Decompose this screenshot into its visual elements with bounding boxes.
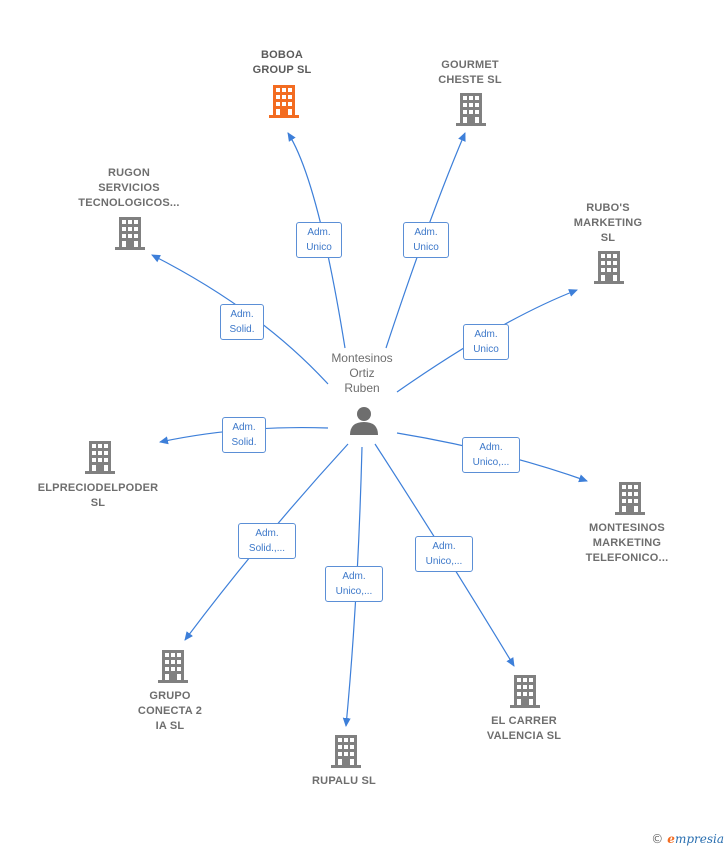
role-box-montesinos[interactable]: Adm. Unico,... (462, 437, 520, 473)
person-icon[interactable] (350, 407, 378, 435)
role-box-boboa[interactable]: Adm. Unico (296, 222, 342, 258)
role-box-rubos[interactable]: Adm. Unico (463, 324, 509, 360)
company-label-grupo[interactable]: GRUPO CONECTA 2 IA SL (137, 690, 203, 732)
role-box-grupo[interactable]: Adm. Solid.,... (238, 523, 296, 559)
role-box-rupalu[interactable]: Adm. Unico,... (325, 566, 383, 602)
role-box-rugon[interactable]: Adm. Solid. (220, 304, 264, 340)
building-icon-rubos[interactable] (594, 251, 624, 284)
company-label-elcarrer[interactable]: EL CARRER VALENCIA SL (486, 715, 562, 742)
company-label-gourmet[interactable]: GOURMET CHESTE SL (438, 59, 502, 86)
empresia-brand[interactable]: ©empresia (651, 832, 724, 846)
building-icon-boboa[interactable] (269, 85, 299, 118)
building-icon-grupo[interactable] (158, 650, 188, 683)
edge-boboa (287, 132, 346, 349)
role-box-elcarrer[interactable]: Adm. Unico,... (415, 536, 473, 572)
role-box-elprecio[interactable]: Adm. Solid. (222, 417, 266, 453)
brand-initial: e (667, 832, 675, 846)
role-box-gourmet[interactable]: Adm. Unico (403, 222, 449, 258)
building-icon-elcarrer[interactable] (510, 675, 540, 708)
company-label-rugon[interactable]: RUGON SERVICIOS TECNOLOGICOS... (78, 167, 180, 209)
company-label-rupalu[interactable]: RUPALU SL (312, 775, 376, 787)
copyright-icon: © (651, 832, 664, 846)
company-label-elprecio[interactable]: ELPRECIODELPODER SL (37, 482, 159, 509)
company-label-boboa[interactable]: BOBOA GROUP SL (252, 49, 312, 76)
building-icon-rupalu[interactable] (331, 735, 361, 768)
building-icon-gourmet[interactable] (456, 93, 486, 126)
building-icon-elprecio[interactable] (85, 441, 115, 474)
person-name: Montesinos Ortiz Ruben (331, 351, 393, 395)
brand-name: mpresia (674, 832, 724, 846)
building-icon-rugon[interactable] (115, 217, 145, 250)
building-icon-montesinos[interactable] (615, 482, 645, 515)
company-label-rubos[interactable]: RUBO'S MARKETING SL (573, 202, 643, 244)
company-label-montesinos[interactable]: MONTESINOS MARKETING TELEFONICO... (585, 522, 669, 564)
